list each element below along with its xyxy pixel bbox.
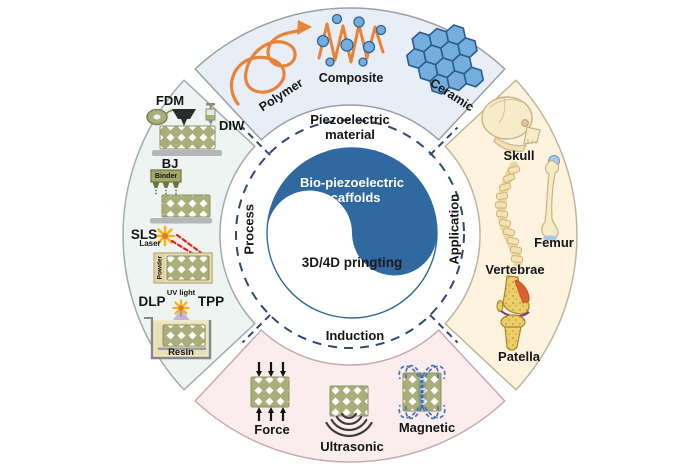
label-sls: SLS: [130, 227, 158, 242]
label-resin: Resin: [168, 347, 194, 358]
label-magnetic: Magnetic: [398, 420, 456, 435]
label-skull: Skull: [503, 148, 535, 163]
bj-icon: [150, 169, 212, 224]
vertebrae-icon: [495, 161, 524, 268]
label-laser: Laser: [139, 239, 161, 248]
label-diw: DIW: [219, 118, 245, 133]
segment-process: [122, 79, 256, 391]
magnetic-icon: [398, 364, 446, 420]
label-powder: Powder: [156, 255, 164, 280]
label-vertebrae: Vertebrae: [485, 262, 545, 277]
label-binder: Binder: [154, 172, 178, 180]
diw-icon: [205, 103, 216, 130]
ring-label-process: Process: [241, 203, 257, 255]
label-force: Force: [254, 422, 290, 437]
fdm-platform: [152, 150, 222, 156]
label-patella: Patella: [498, 349, 540, 364]
fdm-icon: [146, 108, 196, 130]
label-femur: Femur: [534, 235, 574, 250]
force-icon: [250, 362, 290, 421]
ceramic-icon: [406, 24, 485, 95]
composite-icon: [316, 13, 387, 67]
dashed-ring: [235, 119, 465, 349]
label-fdm: FDM: [155, 93, 185, 108]
polymer-icon: [229, 20, 312, 106]
ring-label-materials: Piezoelectric material: [310, 112, 390, 142]
center-title: Bio-piezoelectric scaffolds: [299, 175, 405, 205]
label-bj: BJ: [161, 156, 179, 171]
dlp-tpp-icon: [144, 299, 212, 360]
label-composite: Composite: [318, 71, 384, 85]
skull-icon: [481, 96, 541, 152]
ring-label-induction: Induction: [325, 328, 385, 343]
ring-label-application: Application: [446, 193, 462, 265]
yinyang: [266, 147, 438, 319]
patella-icon: [496, 275, 530, 351]
dashed-diagonals: [241, 126, 459, 344]
label-tpp: TPP: [197, 294, 225, 309]
label-ultrasonic: Ultrasonic: [320, 439, 384, 454]
sls-icon: [153, 225, 213, 284]
fdm-scaffold: [159, 125, 216, 150]
label-dlp: DLP: [138, 294, 166, 309]
center-subtitle: 3D/4D pringting: [301, 255, 403, 270]
label-uv-light: UV light: [166, 288, 196, 297]
ultrasonic-icon: [325, 385, 373, 437]
femur-icon: [541, 155, 560, 241]
